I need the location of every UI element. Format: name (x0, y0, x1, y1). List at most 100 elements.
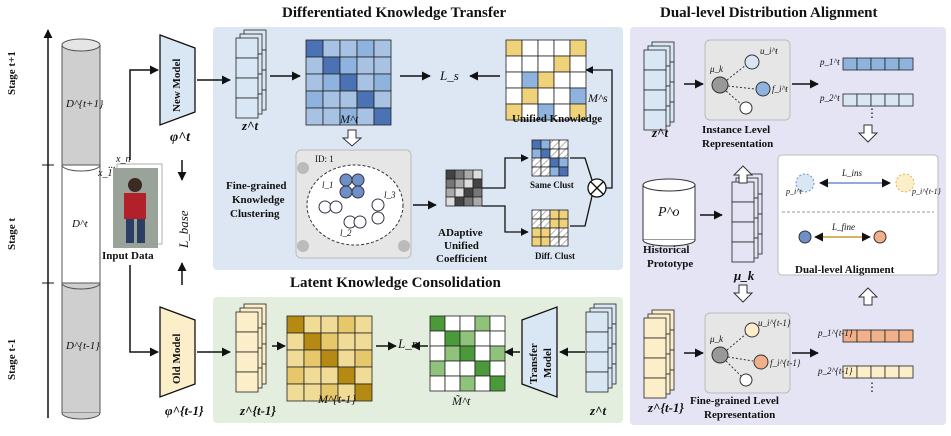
input-label: Input Data (102, 250, 154, 262)
p1-label: p_1^t (820, 57, 840, 67)
feature-vector-zt-lkc (585, 303, 617, 393)
po-label: P^o (658, 205, 680, 220)
finegrained-box (704, 312, 791, 394)
old-model-label: Old Model (171, 333, 183, 384)
fine-grained-label-2: Knowledge (232, 194, 285, 206)
dataset-label-bot: D^{t-1} (66, 340, 100, 352)
dual-align-label: Dual-level Alignment (795, 264, 895, 276)
old-model[interactable] (159, 306, 196, 398)
dual-align-nodes (795, 173, 915, 244)
stage-label-top: Stage t+1 (6, 51, 18, 95)
phi-t: φ^t (170, 130, 191, 145)
cluster-corner-1 (297, 162, 309, 174)
instance-box (704, 39, 791, 121)
transfer-label-2: Model (542, 348, 554, 378)
lkc-title: Latent Knowledge Consolidation (290, 275, 501, 291)
fine-label-1: Fine-grained Level (690, 395, 779, 407)
feature-vector-dda-zt (643, 41, 675, 131)
transfer-label-1: Transfer (528, 343, 540, 384)
input-stack-back (116, 163, 163, 245)
proto-bar-p1 (842, 57, 914, 71)
dataset-label-mid: D^t (72, 218, 88, 230)
dda-z-t: z^t (652, 125, 669, 140)
f-t-label: f_i^t (772, 84, 788, 94)
arrow-coef-to-diff (482, 205, 529, 236)
arrow-coef-to-same (482, 154, 529, 189)
new-model[interactable] (159, 34, 196, 126)
p2-label: p_2^t (820, 93, 840, 103)
pi-t-label: p_i^t (786, 187, 802, 196)
arrow-diff-to-otimes (570, 195, 593, 227)
matrix-mt (305, 39, 392, 126)
ls-label: L_s (440, 68, 459, 83)
inst-node-3 (739, 101, 753, 115)
arrow-otimes-to-ms (585, 66, 613, 189)
matrix-ms (505, 39, 587, 121)
mu-k-label: μ_k (734, 268, 755, 283)
vdots-1: ⋮ (866, 106, 878, 120)
hollow-down-arrow-3 (857, 124, 879, 143)
input-image (113, 168, 158, 248)
feature-vector-dda-zt1 (643, 309, 675, 399)
hist-label-2: Prototype (647, 258, 694, 270)
cluster-l3: l_3 (384, 190, 396, 200)
hollow-up-arrow-4 (857, 287, 879, 306)
mt1-label: M^{t-1} (318, 392, 356, 406)
proto-bar-p2 (842, 93, 914, 107)
fine-grained-label-1: Fine-grained (226, 180, 287, 192)
u-t1-label: u_i^{t-1} (758, 318, 791, 328)
dataset-label-top: D^{t+1} (66, 98, 104, 110)
cluster-icons (318, 173, 385, 229)
coef-label-2: Unified (444, 240, 479, 252)
u-node (744, 54, 760, 70)
coef-label-3: Coefficient (436, 253, 488, 265)
matrix-same (531, 139, 569, 177)
route-to-old (129, 265, 159, 357)
same-clust-label: Same Clust (530, 180, 574, 190)
input-x1: x_1 (98, 168, 113, 179)
fine-grained-label-3: Clustering (230, 208, 280, 220)
dda-z-t1: z^{t-1} (648, 400, 684, 415)
vdots-2: ⋮ (866, 380, 878, 394)
u-node-2 (744, 322, 760, 338)
historical-prototype-cylinder (642, 178, 696, 247)
hollow-down-arrow-2 (732, 284, 754, 303)
cluster-ellipse (306, 164, 404, 246)
mu-node-2 (711, 346, 729, 364)
inst-label-1: Instance Level (702, 124, 771, 136)
stage-label-mid: Stage t (6, 217, 18, 250)
route-to-new (129, 65, 159, 160)
l-ins-label: L_ins (842, 168, 863, 178)
proto-bar-p2o (842, 365, 914, 379)
fine-label-2: Representation (704, 409, 776, 421)
z-t1-label: z^{t-1} (240, 403, 276, 418)
feature-vector-zt1 (235, 303, 267, 393)
hist-label-1: Historical (643, 244, 690, 256)
matrix-mtilde (429, 315, 506, 392)
p2o-label: p_2^{t-1} (818, 366, 853, 376)
z-t-label-2: z^t (590, 403, 607, 418)
pi-t1-label: p_i^{t-1} (912, 187, 941, 196)
cluster-corner-2 (297, 240, 309, 252)
dda-title: Dual-level Distribution Alignment (660, 5, 878, 21)
matrix-coef (445, 169, 483, 207)
mt-label: M^t (340, 112, 359, 126)
loss-base: L_base (176, 210, 191, 248)
p1o-label: p_1^{t-1} (818, 328, 853, 338)
f-node-2 (753, 354, 769, 370)
inst-label-2: Representation (702, 138, 774, 150)
transfer-model[interactable] (521, 306, 558, 398)
input-xn: x_n (116, 154, 131, 165)
cluster-id: ID: 1 (315, 154, 334, 164)
f-node (755, 81, 771, 97)
cluster-corner-3 (398, 240, 410, 252)
u-t-label: u_i^t (760, 46, 778, 56)
mu-fine-label: μ_k (710, 334, 724, 344)
mtilde-label: M̃^t (452, 394, 471, 408)
stage-label-bot: Stage t-1 (6, 338, 18, 380)
feature-vector-mu (731, 173, 763, 263)
dkt-title: Differentiated Knowledge Transfer (282, 5, 507, 21)
proto-bar-p1o (842, 329, 914, 343)
